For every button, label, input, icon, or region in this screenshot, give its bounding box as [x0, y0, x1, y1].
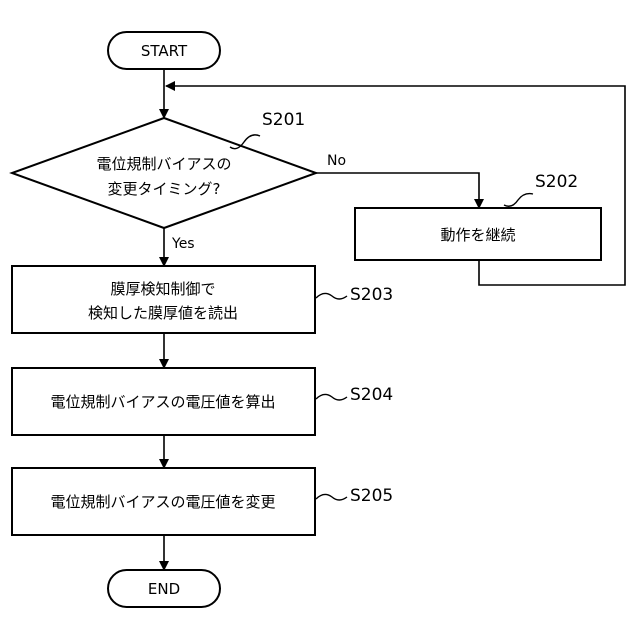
calc-label: 電位規制バイアスの電圧値を算出 — [50, 393, 275, 411]
read-line-2: 検知した膜厚値を読出 — [88, 304, 238, 322]
no-label: No — [327, 153, 346, 169]
start-label: START — [141, 42, 188, 60]
edge-decision-no — [316, 173, 479, 208]
calc-process: 電位規制バイアスの電圧値を算出 — [12, 368, 315, 435]
continue-step-id: S202 — [535, 172, 578, 192]
change-step-leader — [316, 494, 347, 500]
decision-node: 電位規制バイアスの 変更タイミング? — [12, 118, 316, 228]
decision-line-2: 変更タイミング? — [108, 180, 221, 198]
calc-step-leader — [316, 394, 347, 400]
continue-step-leader — [504, 194, 533, 207]
read-process: 膜厚検知制御で 検知した膜厚値を読出 — [12, 266, 315, 333]
continue-label: 動作を継続 — [440, 226, 515, 244]
continue-process: 動作を継続 — [355, 208, 601, 260]
decision-diamond — [12, 118, 316, 228]
decision-step-id: S201 — [262, 110, 305, 130]
end-label: END — [148, 580, 180, 598]
change-label: 電位規制バイアスの電圧値を変更 — [50, 493, 275, 511]
read-line-1: 膜厚検知制御で — [110, 280, 215, 298]
decision-line-1: 電位規制バイアスの — [96, 155, 231, 173]
read-step-id: S203 — [350, 285, 393, 305]
yes-label: Yes — [171, 236, 195, 252]
read-step-leader — [316, 293, 347, 299]
calc-step-id: S204 — [350, 385, 393, 405]
change-process: 電位規制バイアスの電圧値を変更 — [12, 468, 315, 535]
start-terminal: START — [108, 32, 220, 69]
change-step-id: S205 — [350, 486, 393, 506]
end-terminal: END — [108, 570, 220, 607]
read-box — [12, 266, 315, 333]
